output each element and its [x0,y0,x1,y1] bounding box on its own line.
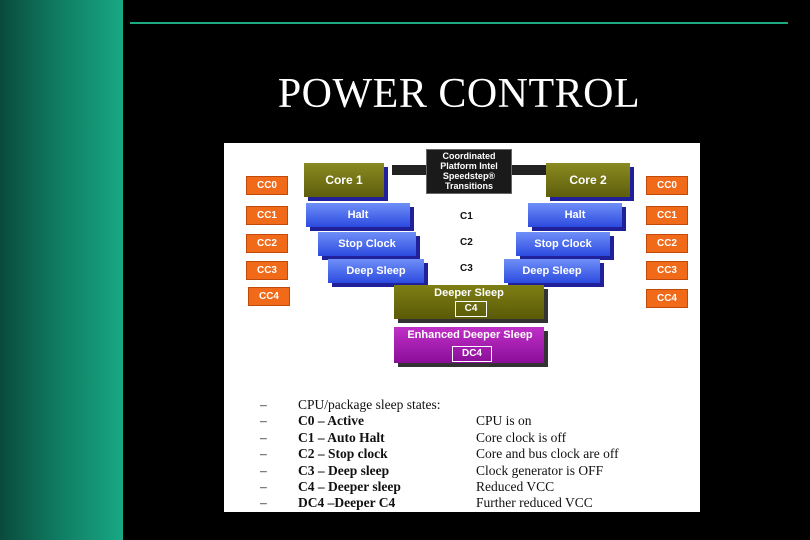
c4-tag: C4 [455,301,487,317]
cc2-right-badge: CC2 [646,234,688,253]
right-deepsleep-block: Deep Sleep [504,259,600,283]
right-arrow [510,165,546,175]
list-item-state: C4 – Deeper sleep [298,479,401,495]
cc1-left-badge: CC1 [246,206,288,225]
dc4-tag: DC4 [452,346,492,362]
deeper-sleep-label: Deeper Sleep [434,287,504,299]
enhanced-deeper-sleep-label: Enhanced Deeper Sleep [407,329,533,341]
c2-label: C2 [460,237,473,248]
left-deepsleep-block: Deep Sleep [328,259,424,283]
slide-title: POWER CONTROL [277,71,641,117]
right-stopclock-block: Stop Clock [516,232,610,256]
list-item: – C3 – Deep sleep Clock generator is OFF [260,463,696,479]
list-item-desc: Core and bus clock are off [476,446,619,462]
cc1-right-badge: CC1 [646,206,688,225]
cc0-left-badge: CC0 [246,176,288,195]
list-item: – C2 – Stop clock Core and bus clock are… [260,446,696,462]
list-item-state: DC4 –Deeper C4 [298,495,396,511]
list-header: CPU/package sleep states: [298,397,441,412]
list-item-state: C0 – Active [298,413,364,429]
core1-block: Core 1 [304,163,384,197]
speedstep-note: Coordinated Platform Intel Speedstep® Tr… [426,149,512,194]
left-halt-block: Halt [306,203,410,227]
cc3-left-badge: CC3 [246,261,288,280]
c1-label: C1 [460,211,473,222]
enhanced-deeper-sleep-block [394,327,544,363]
list-item: – C4 – Deeper sleep Reduced VCC [260,479,696,495]
list-item-desc: Core clock is off [476,429,567,445]
title-rule [130,22,788,24]
deeper-sleep-block: Deeper Sleep C4 [394,285,544,319]
cc0-right-badge: CC0 [646,176,688,195]
left-arrow [392,165,428,175]
cc2-left-badge: CC2 [246,234,288,253]
list-item-state: C2 – Stop clock [298,446,388,462]
cc4-left-badge: CC4 [248,287,290,306]
sleep-states-list: – CPU/package sleep states: – C0 – Activ… [260,397,696,512]
list-header-row: – CPU/package sleep states: [260,397,441,412]
core2-block: Core 2 [546,163,630,197]
list-item: – DC4 –Deeper C4 Further reduced VCC [260,495,696,511]
list-item-state: C3 – Deep sleep [298,462,390,478]
list-item-desc: Clock generator is OFF [476,462,604,478]
list-item-state: C1 – Auto Halt [298,429,385,445]
diagram-panel: Coordinated Platform Intel Speedstep® Tr… [224,143,700,512]
list-item: – C1 – Auto Halt Core clock is off [260,430,696,446]
sidebar-stripe [0,0,123,540]
list-item: – C0 – Active CPU is on [260,413,696,429]
list-item-desc: Further reduced VCC [476,495,593,511]
cc3-right-badge: CC3 [646,261,688,280]
right-halt-block: Halt [528,203,622,227]
list-item-desc: CPU is on [476,413,532,429]
cc4-right-badge: CC4 [646,289,688,308]
list-item-desc: Reduced VCC [476,479,555,495]
c3-label: C3 [460,263,473,274]
left-stopclock-block: Stop Clock [318,232,416,256]
